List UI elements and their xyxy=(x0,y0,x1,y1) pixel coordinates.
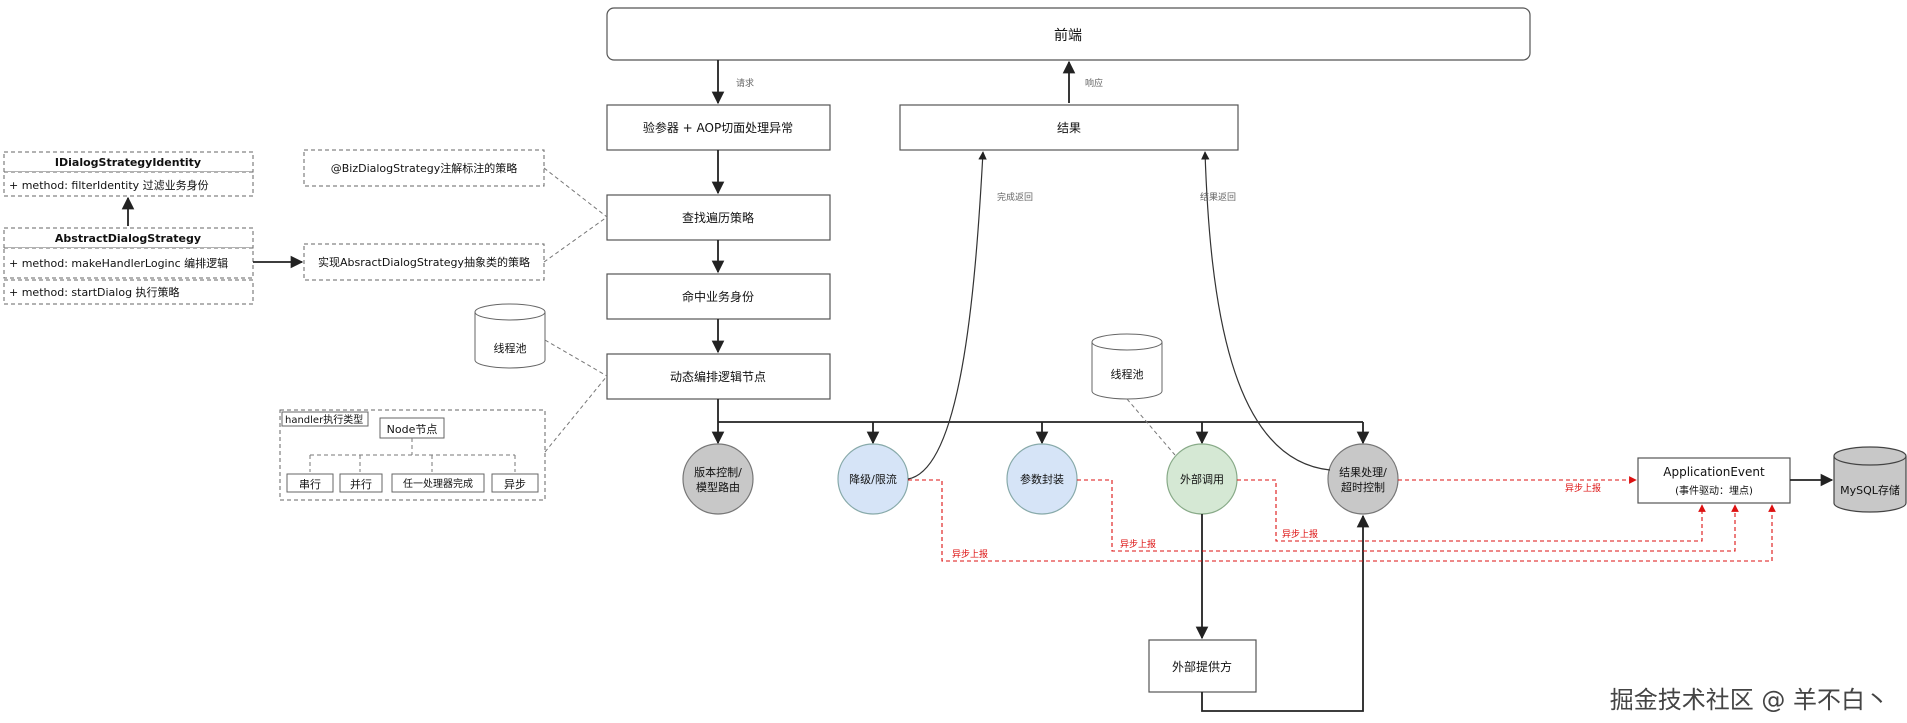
thread-pool-2-label: 线程池 xyxy=(1111,367,1144,381)
app-event-sub: (事件驱动：埋点) xyxy=(1675,484,1753,497)
degrade-label: 降级/限流 xyxy=(849,472,897,486)
async-line-external xyxy=(1237,479,1706,542)
frontend-box: 前端 xyxy=(606,7,1531,61)
validate-label: 验参器 + AOP切面处理异常 xyxy=(643,120,793,135)
frontend-label: 前端 xyxy=(1054,27,1082,44)
external-node: 外部调用 xyxy=(1166,443,1238,515)
result-proc-node: 结果处理/ 超时控制 xyxy=(1327,443,1399,515)
parallel-label: 并行 xyxy=(350,477,372,491)
thread-pool-2: 线程池 xyxy=(1091,333,1163,400)
impl-abstract-box: 实现AbsractDialogStrategy抽象类的策略 xyxy=(303,243,545,281)
params-node: 参数封装 xyxy=(1006,443,1078,515)
external-provider-label: 外部提供方 xyxy=(1172,659,1232,674)
impl-abstract-label: 实现AbsractDialogStrategy抽象类的策略 xyxy=(318,255,530,269)
thread-pool-2-link xyxy=(1126,398,1176,456)
handler-type-group: handler执行类型 Node节点 串行 并行 任一处理器完成 异步 xyxy=(279,409,546,501)
version-label-2: 模型路由 xyxy=(696,480,740,494)
serial-label: 串行 xyxy=(299,478,321,491)
app-event-title: ApplicationEvent xyxy=(1663,465,1765,479)
result-box: 结果 xyxy=(899,104,1239,151)
version-label-1: 版本控制/ xyxy=(694,465,742,479)
version-node: 版本控制/ 模型路由 xyxy=(682,443,754,515)
degrade-node: 降级/限流 xyxy=(837,443,909,515)
abstract-class: AbstractDialogStrategy + method: makeHan… xyxy=(3,227,254,305)
async-line-params xyxy=(1077,479,1739,552)
complete-return-curve xyxy=(907,151,987,480)
anydone-label: 任一处理器完成 xyxy=(403,477,473,490)
result-return-label: 结果返回 xyxy=(1200,191,1236,203)
identity-class-method: + method: filterIdentity 过滤业务身份 xyxy=(9,178,209,192)
result-proc-label-1: 结果处理/ xyxy=(1339,466,1387,479)
thread-pool-1-label: 线程池 xyxy=(494,341,527,355)
result-return-curve xyxy=(1201,151,1331,471)
async-label-degrade: 异步上报 xyxy=(952,548,988,560)
external-label: 外部调用 xyxy=(1180,472,1224,486)
result-proc-label-2: 超时控制 xyxy=(1341,480,1385,494)
async-label-result: 异步上报 xyxy=(1565,482,1601,494)
dynamic-nodes-label: 动态编排逻辑节点 xyxy=(670,369,766,384)
abstract-class-method2: + method: startDialog 执行策略 xyxy=(9,285,180,299)
provider-to-result-arrow xyxy=(1201,514,1370,712)
abstract-class-method1: + method: makeHandlerLoginc 编排逻辑 xyxy=(9,256,228,270)
biz-annotation-box: @BizDialogStrategy注解标注的策略 xyxy=(303,149,545,187)
handler-type-label: handler执行类型 xyxy=(285,413,363,426)
async-label-params: 异步上报 xyxy=(1120,538,1156,550)
async-line-degrade xyxy=(908,479,1776,562)
params-label: 参数封装 xyxy=(1020,472,1064,486)
validate-box: 验参器 + AOP切面处理异常 xyxy=(606,104,831,151)
find-strategy-box: 查找遍历策略 xyxy=(606,194,831,241)
identity-class-title: IDialogStrategyIdentity xyxy=(55,156,201,169)
result-label: 结果 xyxy=(1057,121,1081,135)
find-strategy-label: 查找遍历策略 xyxy=(682,210,754,225)
thread-pool-1-link xyxy=(544,339,608,377)
mysql-cylinder: MySQL存储 xyxy=(1833,446,1907,513)
mysql-label: MySQL存储 xyxy=(1840,483,1900,497)
dynamic-nodes-box: 动态编排逻辑节点 xyxy=(606,353,831,400)
identity-class: IDialogStrategyIdentity + method: filter… xyxy=(3,151,254,197)
response-label: 响应 xyxy=(1085,77,1103,89)
complete-return-label: 完成返回 xyxy=(997,191,1033,203)
biz-to-find-link xyxy=(543,167,608,218)
thread-pool-1: 线程池 xyxy=(474,303,546,369)
app-event-box: ApplicationEvent (事件驱动：埋点) xyxy=(1637,457,1791,504)
biz-annotation-label: @BizDialogStrategy注解标注的策略 xyxy=(331,161,518,175)
hit-identity-box: 命中业务身份 xyxy=(606,273,831,320)
async-label-external: 异步上报 xyxy=(1282,528,1318,540)
request-label: 请求 xyxy=(736,77,754,89)
external-provider-box: 外部提供方 xyxy=(1148,639,1257,693)
abstract-class-title: AbstractDialogStrategy xyxy=(55,232,201,245)
async-node-label: 异步 xyxy=(504,478,526,491)
node-label: Node节点 xyxy=(387,423,438,436)
handler-to-dynamic-link xyxy=(544,375,608,453)
hit-identity-label: 命中业务身份 xyxy=(682,289,754,304)
impl-to-find-link xyxy=(543,216,608,263)
watermark: 掘金技术社区 @ 羊不白丶 xyxy=(1609,686,1889,714)
